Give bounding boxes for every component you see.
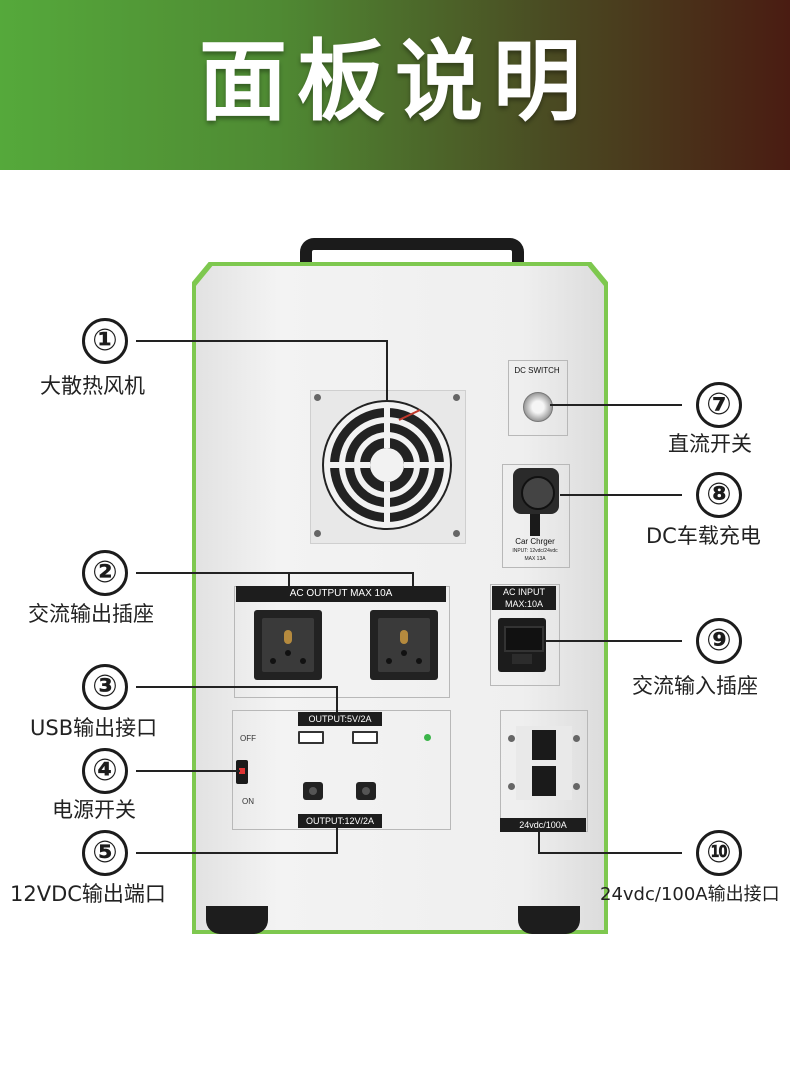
callout-number-8: ⑧	[696, 472, 742, 518]
callout-label-12vdc: 12VDC输出端口	[10, 882, 166, 906]
socket-cap-strap	[530, 514, 540, 536]
callout-number-5: ⑤	[82, 830, 128, 876]
socket-hole-icon	[416, 658, 422, 664]
callout-line-5-rise	[336, 828, 338, 854]
callout-line-5	[136, 852, 338, 854]
socket-hole-icon	[285, 650, 291, 656]
socket-hole-icon	[386, 658, 392, 664]
socket-pin-icon	[400, 630, 408, 644]
callout-number-4: ④	[82, 748, 128, 794]
anderson-pin-upper-icon	[532, 730, 556, 760]
callout-line-2	[136, 572, 414, 574]
callout-label-fan: 大散热风机	[40, 374, 145, 398]
callout-line-3-drop	[336, 686, 338, 712]
screw-icon	[573, 783, 580, 790]
callout-number-10: ⑩	[696, 830, 742, 876]
screw-icon	[573, 735, 580, 742]
port-hole-icon	[362, 787, 370, 795]
callout-line-9	[546, 640, 682, 642]
callout-number-3: ③	[82, 664, 128, 710]
right-foot	[518, 906, 580, 934]
socket-hole-icon	[401, 650, 407, 656]
left-foot	[206, 906, 268, 934]
callout-label-usb: USB输出接口	[30, 716, 158, 740]
anderson-label: 24vdc/100A	[500, 818, 586, 832]
iec-inlet-icon	[504, 626, 544, 652]
switch-on-label: ON	[242, 797, 254, 806]
switch-off-label: OFF	[240, 734, 256, 743]
power-indicator-led	[424, 734, 431, 741]
anderson-connector[interactable]	[516, 726, 572, 800]
car-socket-icon	[521, 476, 555, 510]
callout-label-power-switch: 电源开关	[52, 798, 136, 822]
screw-icon	[314, 530, 321, 537]
dc-port-2[interactable]	[356, 782, 376, 800]
usb-port-2[interactable]	[352, 731, 378, 744]
callout-label-ac-input: 交流输入插座	[632, 674, 758, 698]
callout-label-anderson: 24vdc/100A输出接口	[600, 884, 780, 905]
ac-input-panel	[490, 584, 560, 686]
power-switch[interactable]	[236, 760, 248, 784]
callout-line-7	[550, 404, 682, 406]
fuse-holder-icon	[512, 654, 532, 664]
callout-line-4	[136, 770, 240, 772]
socket-face	[262, 618, 314, 672]
callout-line-3	[136, 686, 338, 688]
dc-switch-button[interactable]	[523, 392, 553, 422]
callout-number-1: ①	[82, 318, 128, 364]
switch-indicator-icon	[239, 768, 245, 774]
callout-line-1-drop	[386, 340, 388, 400]
ac-socket-left[interactable]	[254, 610, 322, 680]
car-charger-label: Car Chrger	[515, 537, 555, 546]
ac-socket-right[interactable]	[370, 610, 438, 680]
callout-line-10-rise	[538, 832, 540, 854]
car-charger-panel	[502, 464, 570, 568]
callout-line-2-drop-a	[288, 572, 290, 586]
dc-switch-panel	[508, 360, 568, 436]
callout-line-8	[560, 494, 682, 496]
callout-line-1	[136, 340, 388, 342]
fan-guard-icon	[324, 402, 450, 528]
dc-port-1[interactable]	[303, 782, 323, 800]
ac-input-socket[interactable]	[498, 618, 546, 672]
car-charger-spec-1: INPUT: 12vdc/24vdc	[512, 548, 558, 554]
callout-line-10	[538, 852, 682, 854]
callout-line-2-drop-b	[412, 572, 414, 586]
car-charger-spec-2: MAX 13A	[524, 556, 546, 562]
socket-hole-icon	[300, 658, 306, 664]
socket-hole-icon	[270, 658, 276, 664]
ac-input-label-line-2: MAX:10A	[504, 599, 544, 609]
fan-grill-icon	[322, 400, 452, 530]
dc-output-label: OUTPUT:12V/2A	[298, 814, 382, 828]
callout-label-ac-output: 交流输出插座	[28, 602, 154, 626]
screw-icon	[453, 530, 460, 537]
port-hole-icon	[309, 787, 317, 795]
screw-icon	[453, 394, 460, 401]
callout-number-7: ⑦	[696, 382, 742, 428]
screw-icon	[508, 735, 515, 742]
socket-face	[378, 618, 430, 672]
car-charger-socket[interactable]	[513, 468, 559, 514]
ac-output-label: AC OUTPUT MAX 10A	[236, 586, 446, 602]
usb-output-label: OUTPUT:5V/2A	[298, 712, 382, 726]
screw-icon	[314, 394, 321, 401]
ac-input-label-line-1: AC INPUT	[502, 587, 545, 597]
header-banner	[0, 0, 790, 170]
callout-number-9: ⑨	[696, 618, 742, 664]
anderson-pin-lower-icon	[532, 766, 556, 796]
socket-pin-icon	[284, 630, 292, 644]
callout-number-2: ②	[82, 550, 128, 596]
dc-usb-panel	[232, 710, 451, 830]
callout-label-car-charger: DC车载充电	[646, 524, 761, 548]
ac-input-label: AC INPUT MAX:10A	[492, 586, 556, 610]
usb-port-1[interactable]	[298, 731, 324, 744]
screw-icon	[508, 783, 515, 790]
page-title: 面板说明	[198, 30, 591, 133]
callout-label-dc-switch: 直流开关	[668, 432, 752, 456]
dc-switch-label: DC SWITCH	[514, 366, 560, 375]
